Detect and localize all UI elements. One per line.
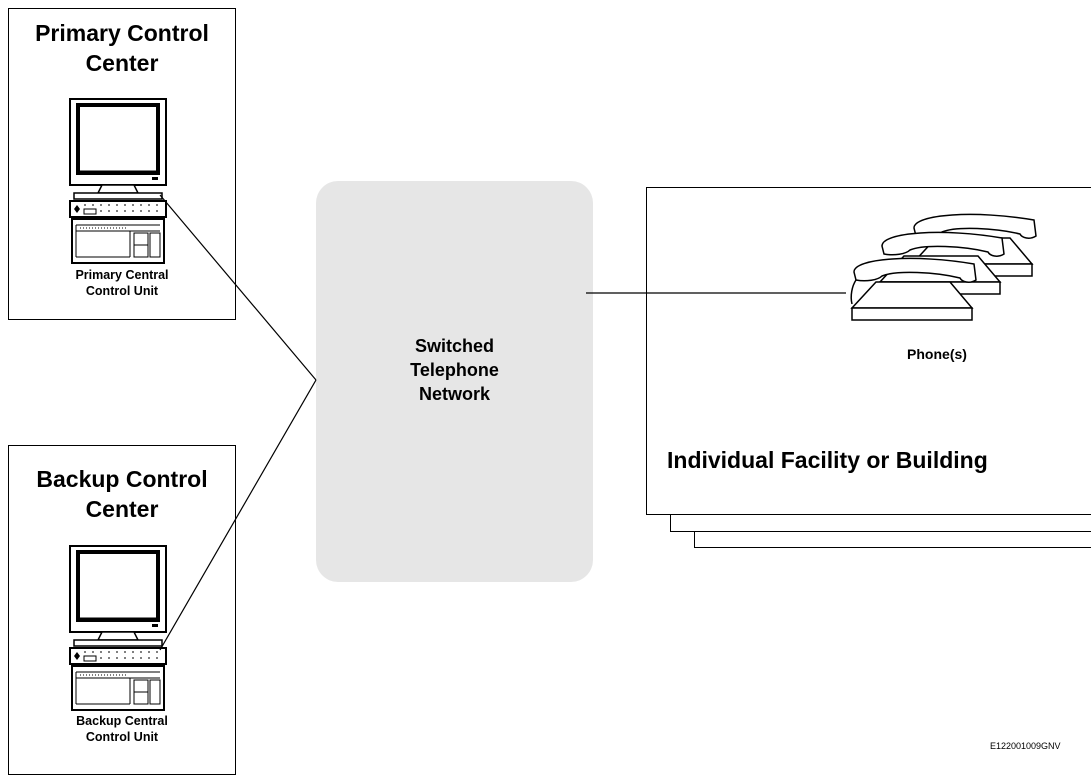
- backup-control-center-box: Backup Control Center: [8, 445, 236, 775]
- phones-label: Phone(s): [907, 346, 967, 362]
- keyboard-icon: [71, 218, 165, 264]
- keyboard-icon: [71, 665, 165, 711]
- computer-monitor-icon: [69, 545, 167, 647]
- facility-box: Phone(s) Individual Facility or Building: [646, 187, 1091, 515]
- network-label: Switched Telephone Network: [410, 336, 499, 404]
- backup-to-network-line: [159, 379, 317, 651]
- backup-control-center-title: Backup Control Center: [36, 466, 208, 522]
- primary-to-network-line: [159, 194, 317, 381]
- primary-control-center-title: Primary Control Center: [35, 20, 209, 76]
- computer-monitor-icon: [69, 98, 167, 200]
- primary-control-center-box: Primary Control Center: [8, 8, 236, 320]
- primary-central-control-unit-label: Primary Central Control Unit: [75, 268, 169, 298]
- control-unit-icon: [69, 647, 167, 665]
- primary-computer-icon: [69, 98, 167, 264]
- backup-central-control-unit-label: Backup Central Control Unit: [76, 714, 168, 744]
- figure-code: E122001009GNV: [990, 741, 1061, 751]
- facility-title: Individual Facility or Building: [667, 447, 988, 473]
- switched-telephone-network: Switched Telephone Network: [316, 181, 593, 582]
- control-unit-icon: [69, 200, 167, 218]
- backup-computer-icon: [69, 545, 167, 711]
- phones-icon: [850, 213, 1037, 321]
- telephone-icon: [850, 257, 977, 321]
